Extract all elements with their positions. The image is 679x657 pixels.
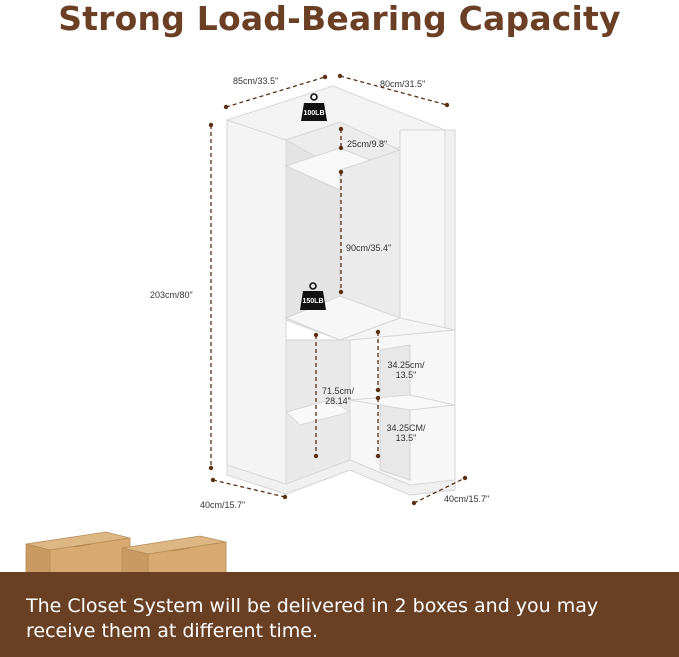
dim-lower-section-line2: 28.14" [325,396,351,406]
dim-lower-right-shelf: 34.25CM/ 13.5" [384,423,428,443]
dim-lower-right-shelf-line1: 34.25CM/ [386,423,426,433]
dim-top-left-width: 85cm/33.5" [233,76,279,86]
weight-tag-top-icon: 100LB [301,93,327,121]
dim-upper-section: 90cm/35.4" [346,243,392,253]
weight-tag-middle-label: 150LB [302,298,323,305]
dim-lower-section: 71.5cm/ 28.14" [318,386,358,406]
dim-left-depth: 40cm/15.7" [200,500,246,510]
closet-shelf-unit [225,85,457,496]
dim-upper-right-shelf-line1: 34.25cm/ [387,360,425,370]
dimension-endpoints [208,73,468,506]
dimension-lines [210,75,466,504]
dim-top-compartment: 25cm/9.8" [347,139,388,149]
dim-upper-right-shelf-line2: 13.5" [395,370,417,380]
weight-tag-middle-icon: 150LB [300,282,326,310]
weight-tag-top-label: 100LB [303,110,324,117]
delivery-banner [0,572,679,657]
shipping-box-2-icon [121,535,227,572]
dim-lower-right-shelf-line2: 13.5" [395,433,417,443]
shipping-box-1-icon [25,531,131,572]
dim-total-height: 203cm/80" [150,290,193,300]
page-title: Strong Load-Bearing Capacity [58,0,621,38]
dim-top-right-width: 80cm/31.5" [380,79,426,89]
dim-upper-right-shelf: 34.25cm/ 13.5" [384,360,428,380]
dim-right-depth: 40cm/15.7" [444,494,490,504]
closet-illustration: 100LB 150LB [25,73,468,572]
dim-lower-section-line1: 71.5cm/ [321,386,354,396]
delivery-notice: The Closet System will be delivered in 2… [26,595,599,642]
